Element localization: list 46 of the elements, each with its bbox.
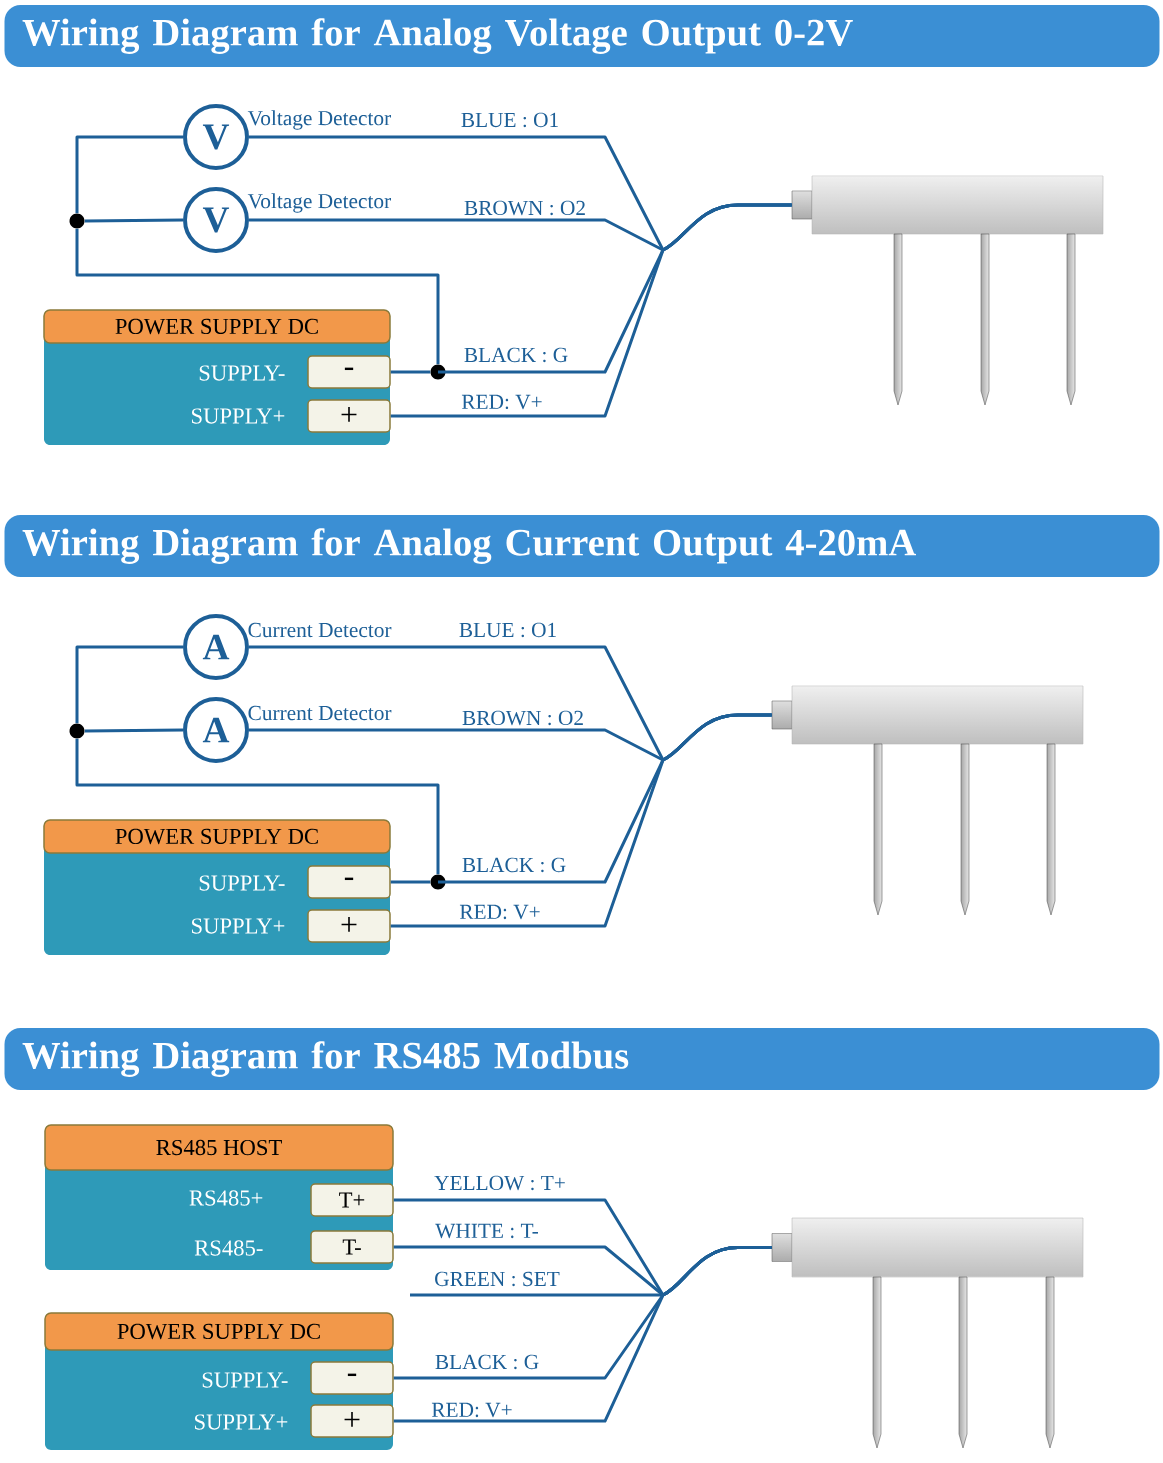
sensor-drawing: [771, 1217, 1084, 1449]
meter-label: Voltage Detector: [247, 110, 391, 130]
junction-dot: [69, 723, 85, 739]
wire: [390, 713, 772, 928]
terminal-box: -: [307, 865, 391, 899]
wire: [75, 738, 440, 875]
terminal-box: +: [310, 1404, 394, 1438]
terminal-box: T+: [310, 1183, 394, 1217]
edge-label: BLACK : G: [462, 857, 566, 873]
edge-label: BLUE : O1: [459, 622, 556, 638]
junction-dot: [69, 213, 85, 229]
terminal-box: -: [307, 355, 391, 389]
wire: [84, 218, 183, 223]
edge-label: BROWN : O2: [464, 200, 585, 216]
meter-label: Current Detector: [248, 705, 392, 721]
wire: [75, 135, 183, 214]
edge-label: BLUE : O1: [461, 112, 558, 128]
sensor-drawing: [791, 175, 1104, 406]
wire: [390, 880, 431, 884]
title-band: Wiring Diagram for Analog Voltage Output 0-2V: [4, 5, 1160, 67]
wire: [393, 1246, 772, 1423]
edge-label: WHITE : T-: [435, 1223, 538, 1239]
wire: [75, 228, 440, 365]
wire: [390, 370, 431, 374]
edge-label: BROWN : O2: [462, 710, 583, 726]
edge-label: RED: V+: [431, 1402, 512, 1418]
meter-label: Current Detector: [248, 622, 392, 638]
terminal-box: T-: [310, 1230, 394, 1264]
wire: [390, 203, 792, 418]
wire: [84, 728, 183, 733]
wire: [75, 645, 183, 724]
edge-label: YELLOW : T+: [434, 1175, 565, 1191]
junction-dot: [430, 874, 446, 890]
edge-label: BLACK : G: [464, 347, 568, 363]
edge-label: BLACK : G: [435, 1354, 539, 1370]
junction-dot: [430, 364, 446, 380]
terminal-box: +: [307, 399, 391, 433]
meter-label: Voltage Detector: [247, 193, 391, 213]
terminal-box: +: [307, 909, 391, 943]
edge-label: RED: V+: [459, 904, 540, 920]
title-band: Wiring Diagram for RS485 Modbus: [4, 1028, 1160, 1090]
terminal-box: -: [310, 1361, 394, 1395]
edge-label: RED: V+: [461, 394, 542, 410]
title-band: Wiring Diagram for Analog Current Output 4-20mA: [4, 515, 1160, 577]
sensor-drawing: [771, 685, 1084, 916]
edge-label: GREEN : SET: [435, 1271, 560, 1287]
